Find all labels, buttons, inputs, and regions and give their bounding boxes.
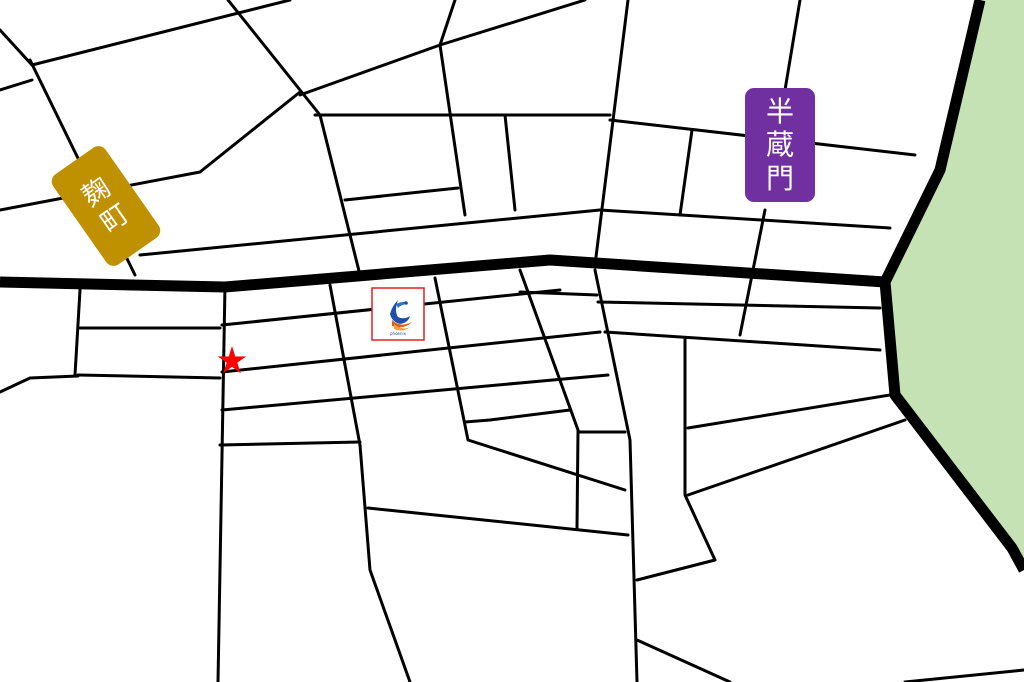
park-boundary-road xyxy=(879,0,1024,573)
logo-caption: phoenix xyxy=(390,331,407,336)
phoenix-logo-marker: phoenix xyxy=(371,287,425,341)
imperial-palace-park xyxy=(885,0,1024,570)
phoenix-logo-icon xyxy=(390,300,412,331)
red-star-icon xyxy=(217,346,247,374)
hanzomon-badge xyxy=(745,88,815,202)
main-road-shinjuku-dori xyxy=(0,254,886,293)
kojimachi-badge xyxy=(51,146,161,266)
street xyxy=(0,28,34,67)
